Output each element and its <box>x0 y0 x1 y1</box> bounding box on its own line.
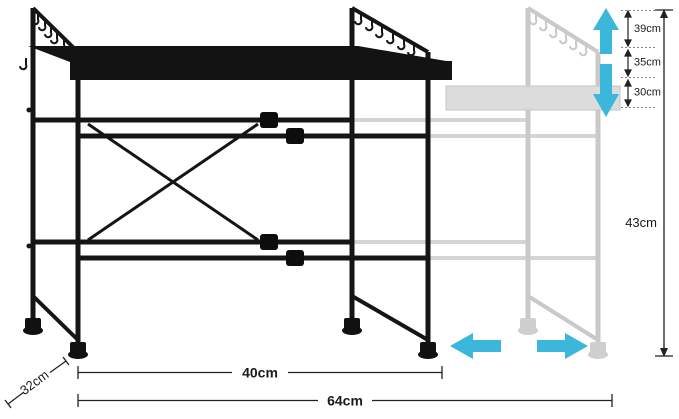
right-arrow-icon <box>537 333 588 359</box>
tier-dimension-brackets: 39cm 35cm 30cm <box>621 9 661 108</box>
dim-label-64cm: 64cm <box>327 393 363 409</box>
top-shelf-board <box>28 46 452 80</box>
up-arrow-icon <box>593 8 619 54</box>
black-rack <box>19 6 452 359</box>
dim-label-30cm: 30cm <box>634 87 661 99</box>
dim-label-32cm: 32cm <box>17 367 51 398</box>
ghost-extension-rails <box>352 118 598 260</box>
ghost-shelf-board <box>445 85 621 111</box>
base-width-dimension: 40cm <box>77 365 443 381</box>
rail-clamps <box>260 112 304 266</box>
total-height-dimension: 43cm <box>625 9 673 357</box>
ghost-rack <box>445 6 621 359</box>
extended-width-dimension: 64cm <box>77 393 613 409</box>
down-arrow-icon <box>593 64 619 117</box>
left-arrow-icon <box>450 333 501 359</box>
side-knob <box>26 107 32 113</box>
dim-label-40cm: 40cm <box>242 365 278 381</box>
cross-brace <box>87 122 259 242</box>
dim-label-39cm: 39cm <box>634 23 661 35</box>
depth-dimension: 32cm <box>4 356 70 409</box>
ghost-hooks <box>529 12 588 57</box>
dim-label-43cm: 43cm <box>625 215 657 230</box>
dim-label-35cm: 35cm <box>634 57 661 69</box>
side-knob <box>26 243 32 249</box>
rack-feet <box>23 318 438 359</box>
